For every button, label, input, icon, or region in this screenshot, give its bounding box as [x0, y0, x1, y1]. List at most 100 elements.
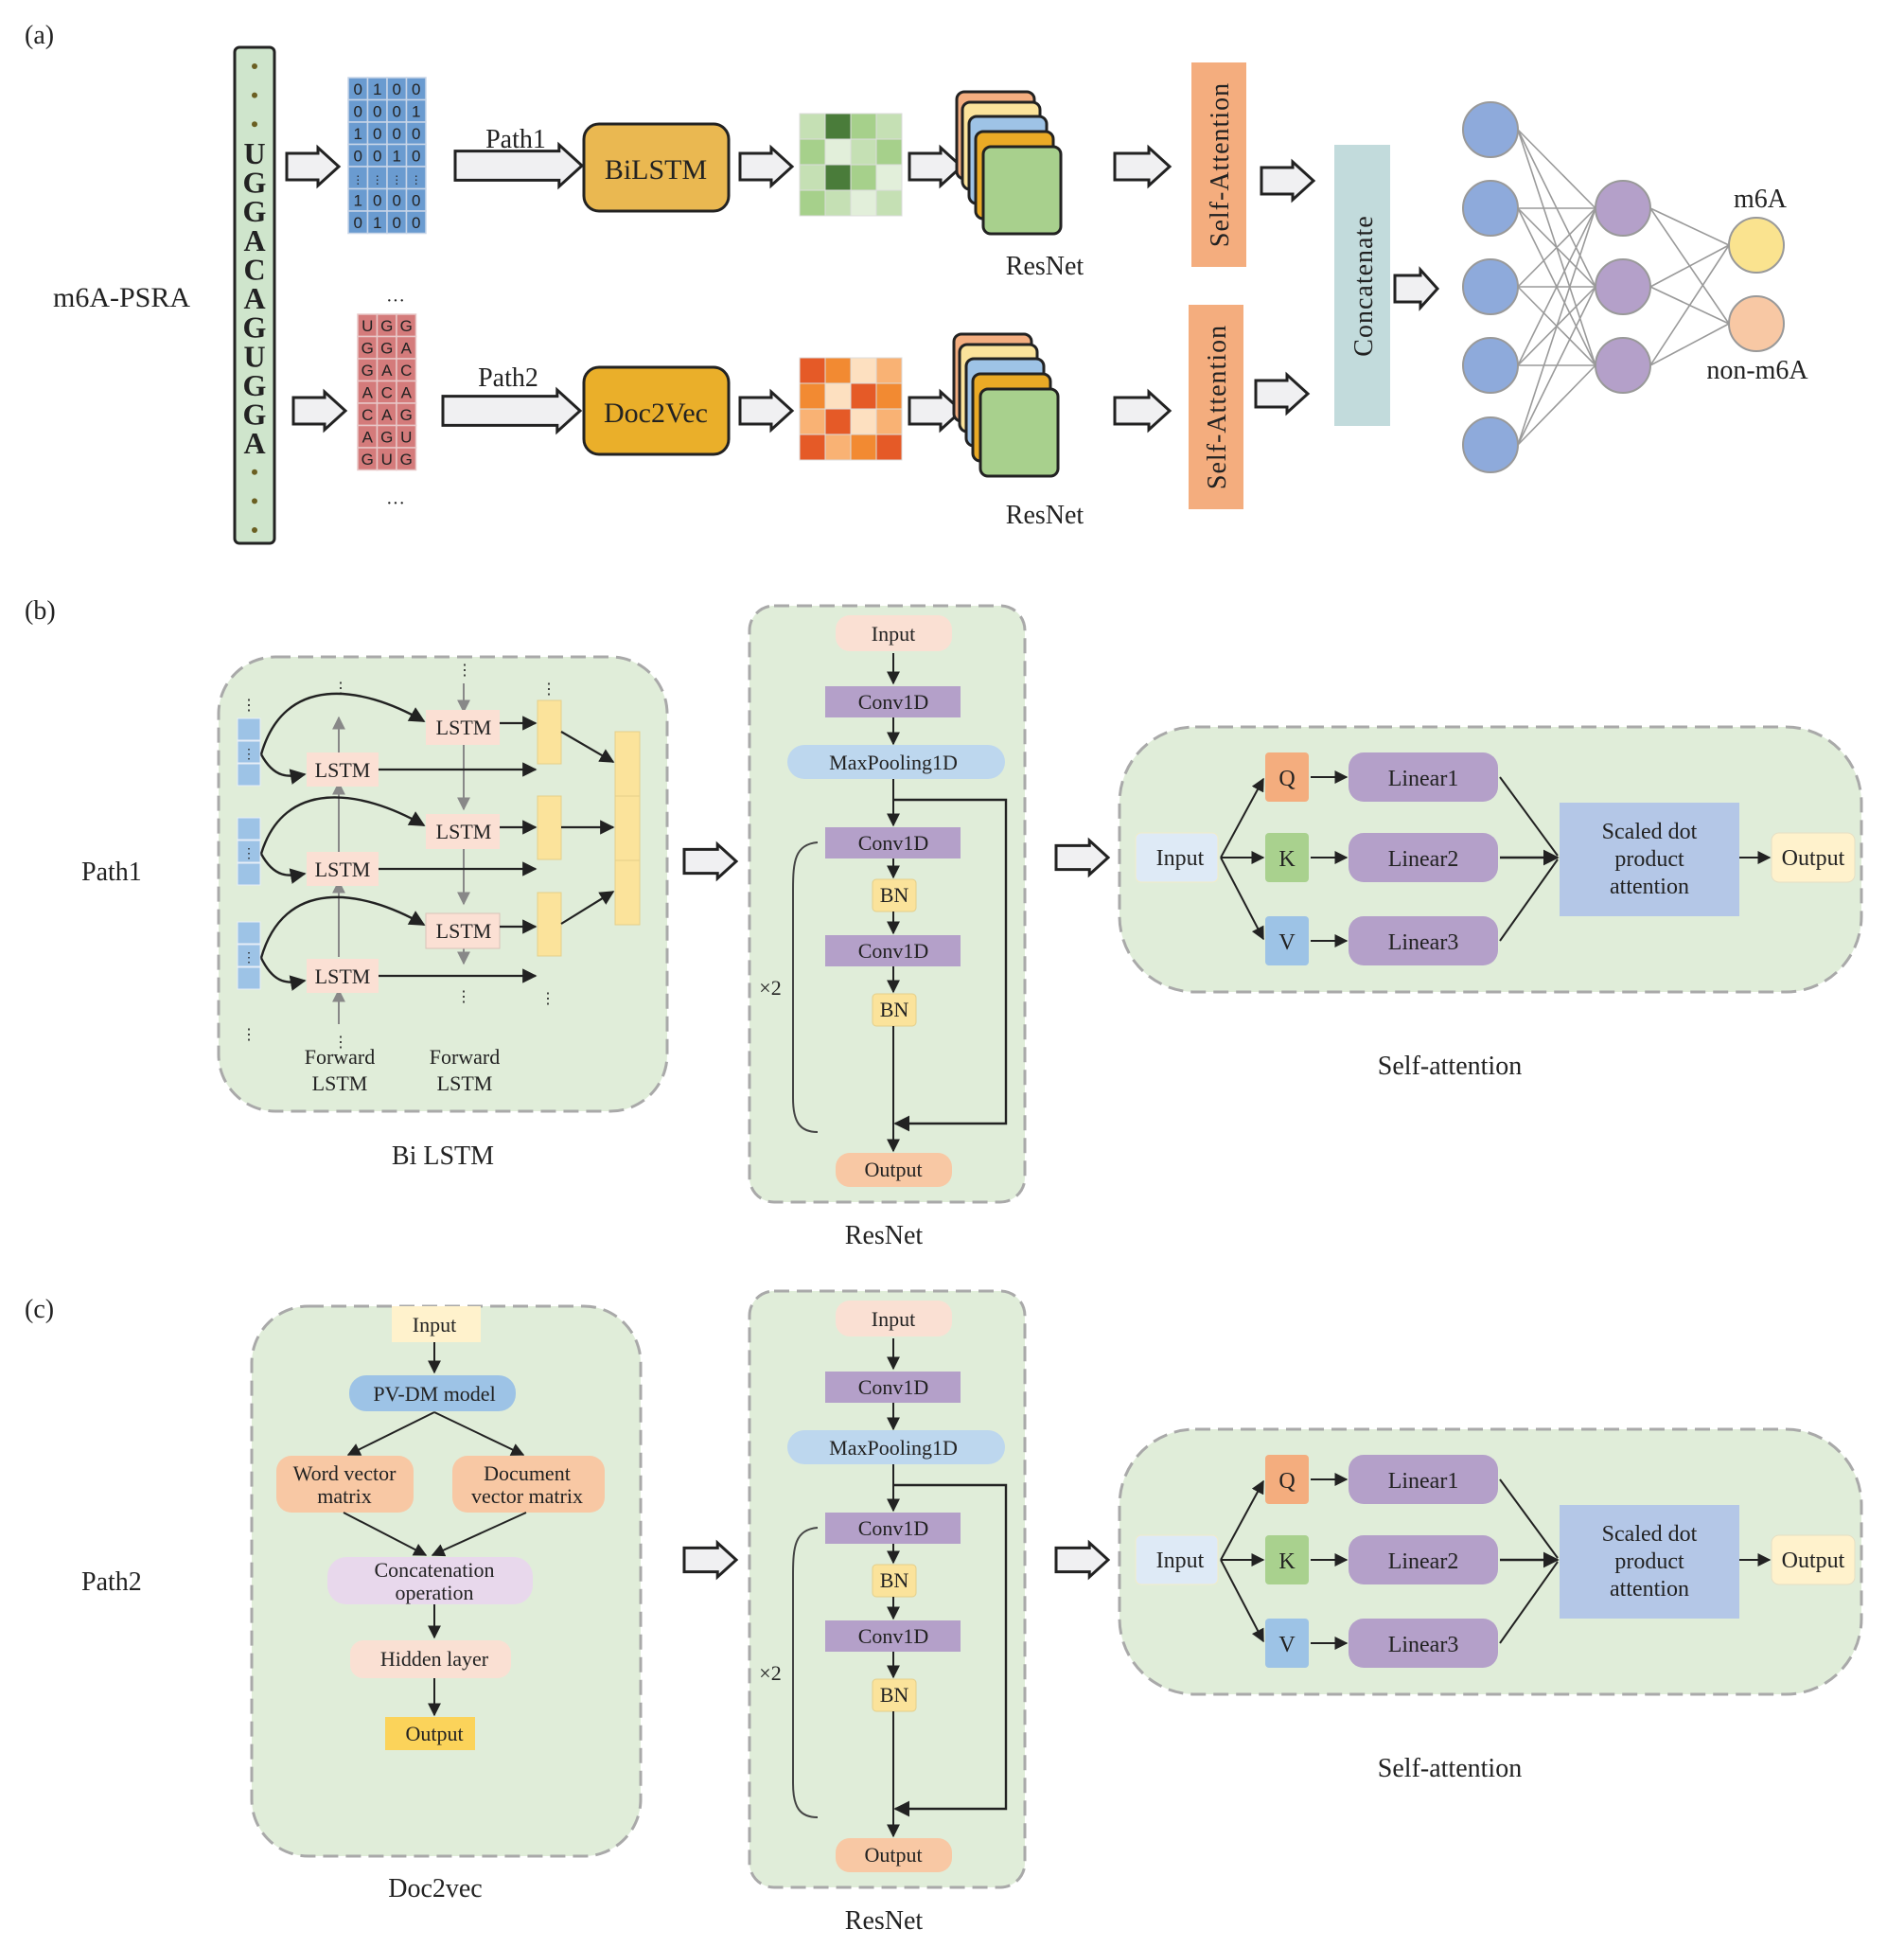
scaled-dot-product-attention-label-line: product [1614, 1549, 1684, 1574]
path2-row-label: Path2 [81, 1567, 142, 1597]
to-attention-arrow [1499, 1561, 1559, 1644]
backward-lstm-cell [425, 912, 501, 949]
conv1d-node [825, 686, 961, 717]
kmer-base: U [361, 317, 373, 335]
document-vector-matrix-node [452, 1456, 605, 1513]
block-arrow [1054, 837, 1111, 878]
heatmap-cell [850, 408, 877, 435]
q-label: Q [1278, 1469, 1295, 1494]
scaled-dot-product-attention-node [1560, 803, 1739, 916]
resnet-caption: ResNet [845, 1906, 924, 1936]
nn-hidden-node [1595, 258, 1651, 315]
panel-b-arrows [682, 837, 1111, 1581]
kmer-base: G [361, 362, 374, 380]
v-node [1265, 1619, 1309, 1668]
block-arrow [1254, 371, 1311, 416]
onehot-value: 0 [412, 80, 420, 98]
ellipsis: ⋮ [540, 991, 555, 1007]
repeat-bracket [792, 841, 819, 1133]
bilstm-caption: Bi LSTM [392, 1142, 494, 1171]
resnet-panel-path1: InputConv1DMaxPooling1DConv1DBNConv1DBN×… [748, 604, 1027, 1250]
nn-input-node [1462, 180, 1519, 237]
doc2vec-input-node [392, 1306, 481, 1342]
block-arrow [453, 141, 585, 190]
onehot-cell [405, 210, 427, 235]
resnet-layer [981, 145, 1063, 236]
bilstm-output-cell [614, 731, 641, 797]
resnet-caption: ResNet [845, 1221, 924, 1250]
attention-input-node [1135, 832, 1219, 883]
nn-edge [1649, 244, 1730, 288]
linear-node-2 [1349, 1535, 1498, 1584]
input-vector-cell [237, 966, 261, 990]
repeat-label: ×2 [759, 1661, 781, 1685]
onehot-value: 1 [354, 125, 362, 143]
block-arrow [682, 841, 739, 882]
nn-hidden-node [1595, 180, 1651, 237]
hidden-layer-label: Hidden layer [380, 1647, 489, 1671]
heatmap-cell [799, 382, 826, 410]
kmer-ellipsis-bottom: ··· [386, 493, 405, 514]
linear-label-1: Linear1 [1388, 1469, 1459, 1494]
ellipsis: ⋮ [541, 681, 556, 698]
linear-label-1: Linear1 [1388, 767, 1459, 791]
onehot-value: 0 [373, 103, 381, 121]
onehot-value: 1 [373, 214, 381, 232]
block-arrow [908, 388, 964, 434]
repeat-bracket [792, 1527, 819, 1818]
resnet-output-label: Output [864, 1158, 922, 1181]
kmer-base: G [361, 451, 374, 469]
block-arrow [291, 388, 348, 434]
q-node [1265, 752, 1309, 802]
concatenate-block [1334, 145, 1390, 426]
heatmap-cell [850, 189, 877, 217]
forward-lstm-cell [307, 959, 379, 993]
lstm-label: LSTM [315, 758, 371, 782]
v-label: V [1278, 1633, 1296, 1657]
heatmap-cell [850, 138, 877, 166]
nn-input-node [1462, 337, 1519, 394]
ellipsis: ⋮ [242, 748, 256, 762]
nn-input-node [1462, 258, 1519, 315]
attention-output-node [1771, 832, 1856, 883]
sequence-base: G [243, 368, 267, 402]
hidden-layer-node [350, 1640, 511, 1678]
kmer-base: C [361, 406, 373, 424]
resnet-label-path1: ResNet [1006, 252, 1084, 281]
nn-output-node [1728, 295, 1785, 352]
attention-output-label: Output [1782, 846, 1845, 871]
skip-connection [893, 798, 1008, 1132]
input-to-forward-link [259, 853, 307, 884]
sequence-base: U [243, 339, 265, 373]
nn-edge [1517, 286, 1596, 446]
input-vector-cell [237, 763, 261, 787]
block-arrow [908, 144, 964, 189]
heatmap-cell [799, 138, 826, 166]
scaled-dot-product-attention-label-line: product [1614, 847, 1684, 872]
path1-label: Path1 [485, 125, 546, 154]
conv1d-label: Conv1D [858, 1624, 929, 1648]
resnet-input-node [836, 615, 952, 651]
sequence-dot [252, 498, 257, 504]
nn-edge [1517, 207, 1596, 446]
k-label: K [1278, 1549, 1296, 1574]
lstm-label: LSTM [315, 858, 371, 881]
heatmap-cell [875, 357, 903, 384]
heatmap-cell [875, 434, 903, 461]
doc2vec-branch-arrow [433, 1411, 525, 1456]
ellipsis: ⋮ [457, 663, 472, 679]
onehot-value: 1 [412, 103, 420, 121]
input-vector-cell [237, 921, 261, 945]
heatmap-cell [824, 138, 852, 166]
batchnorm-label: BN [880, 883, 909, 907]
scaled-dot-product-attention-label-line: attention [1610, 875, 1689, 899]
q-node [1265, 1455, 1309, 1504]
input-to-backward-link [259, 895, 426, 959]
bilstm-diagram: ⋮⋮⋮⋮⋮⋮⋮⋮⋮LSTMLSTMLSTMLSTMLSTMLSTM⋮⋮Forwa… [237, 663, 641, 1095]
to-attention-arrow [1499, 1478, 1559, 1559]
kmer-base: G [400, 451, 413, 469]
block-arrow [441, 386, 583, 435]
heatmap-cell [875, 408, 903, 435]
heatmap-cell [799, 408, 826, 435]
